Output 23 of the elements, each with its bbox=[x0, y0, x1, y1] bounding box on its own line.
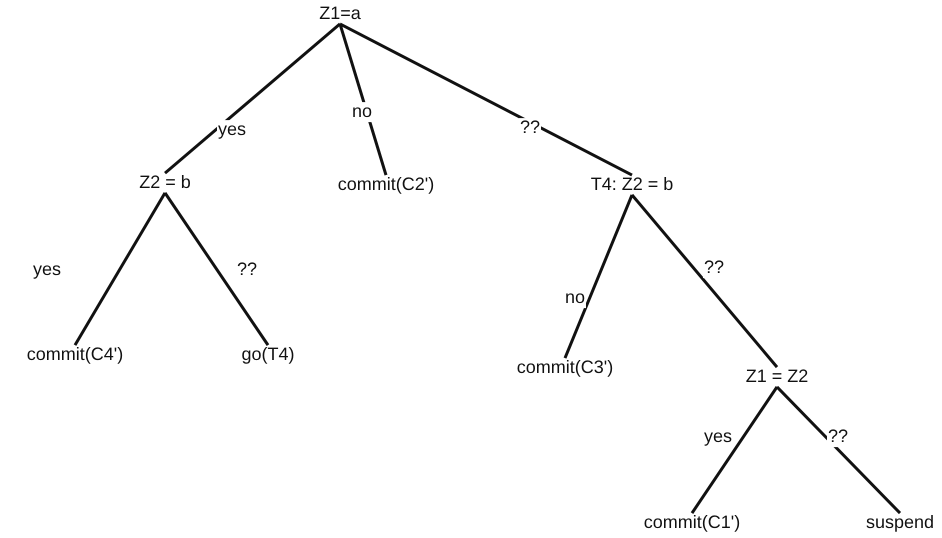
tree-branch-line bbox=[338, 23, 388, 176]
tree-branch-line bbox=[564, 194, 634, 359]
edge-label: no bbox=[350, 102, 374, 122]
node-label: go(T4) bbox=[242, 345, 294, 365]
tree-branch-line bbox=[164, 22, 341, 174]
node-label: commit(C3') bbox=[516, 358, 614, 378]
node-label: commit(C1') bbox=[644, 513, 740, 533]
node-label: commit(C4') bbox=[26, 345, 124, 365]
node-label: Z1 = Z2 bbox=[746, 367, 808, 387]
edge-label: yes bbox=[217, 120, 247, 140]
node-label: T4: Z2 = b bbox=[590, 175, 674, 195]
node-label: Z1=a bbox=[319, 4, 361, 24]
tree-branch-line bbox=[339, 22, 633, 176]
edge-label: ?? bbox=[702, 258, 726, 278]
node-label: commit(C2') bbox=[338, 175, 434, 195]
edge-label: ?? bbox=[826, 427, 850, 447]
tree-branch-line bbox=[690, 386, 778, 514]
tree-branch-line bbox=[776, 386, 902, 514]
node-label: Z2 = b bbox=[139, 173, 191, 193]
tree-branch-line bbox=[630, 194, 778, 368]
tree-branch-line bbox=[74, 192, 166, 346]
tree-branch-line bbox=[164, 192, 270, 346]
node-label: suspend bbox=[866, 513, 934, 533]
